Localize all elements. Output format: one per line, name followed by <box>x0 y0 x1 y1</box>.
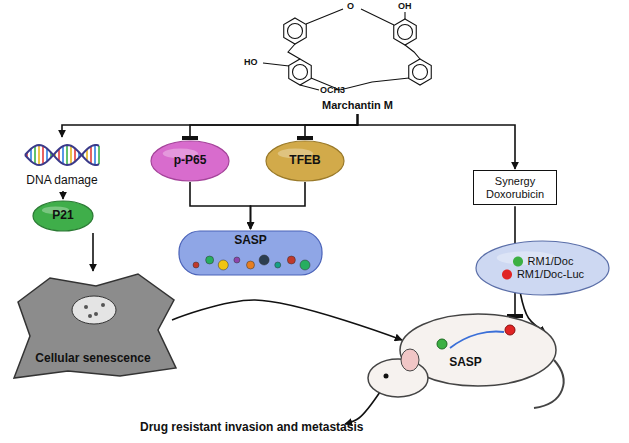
protein-blob: TFEB <box>265 140 345 182</box>
node-text: Cellular senescence <box>35 352 150 366</box>
sasp-cloud: SASP <box>178 230 323 276</box>
chemical-bond <box>300 85 319 90</box>
node-text: SASP <box>234 234 267 248</box>
chemical-bond <box>361 9 394 25</box>
dna-damage-node: DNA damage <box>12 138 112 190</box>
cytokine-dot <box>259 255 269 265</box>
arrow-connector <box>358 114 516 169</box>
atom-label: OH <box>398 1 412 11</box>
mouse-eye <box>384 374 389 379</box>
protein-blob: P21 <box>32 200 94 232</box>
senescent-cell: Cellular senescence <box>8 272 178 380</box>
arrow-connector <box>62 191 64 199</box>
blob-outline <box>476 241 609 295</box>
dna-helix <box>25 145 99 165</box>
outcome-arrow <box>345 392 380 424</box>
dna-rung <box>70 146 72 164</box>
chemical-bond <box>263 63 289 66</box>
node-text: P21 <box>52 209 73 223</box>
atom-label: O <box>347 1 354 11</box>
chromatin-dot <box>84 305 88 309</box>
process-box: Synergy Doxorubicin <box>473 170 557 205</box>
compound-node: Marchantin M <box>250 0 465 114</box>
node-text: Synergy Doxorubicin <box>474 175 556 200</box>
atom-label: HO <box>244 57 258 67</box>
atom-label: OCH3 <box>320 85 345 95</box>
molecule-structure <box>263 9 431 90</box>
cytokine-dot <box>300 260 310 270</box>
arrow-connector <box>172 300 402 340</box>
chromatin-dot <box>94 312 98 316</box>
cytokine-dot <box>287 256 295 264</box>
cytokine-dot <box>193 262 199 268</box>
chemical-bond <box>288 44 300 59</box>
cytokine-dot <box>234 257 240 263</box>
inhibition-connector <box>190 114 358 139</box>
arrow-connector <box>92 233 94 271</box>
benzene-ring <box>409 59 432 85</box>
chromatin-dot <box>88 314 92 318</box>
dna-rung <box>98 146 100 165</box>
chromatin-dot <box>101 303 105 307</box>
outcome-label: Drug resistant invasion and metastasis <box>140 420 363 434</box>
chemical-bond <box>306 9 343 24</box>
blob-outline <box>266 141 344 181</box>
benzene-ring <box>284 18 307 44</box>
dna-rung <box>38 145 40 165</box>
node-text: SASP <box>449 356 482 370</box>
cell-line-ellipse: RM1/DocRM1/Doc-Luc <box>475 240 610 296</box>
inhibition-connector <box>305 114 358 139</box>
tumor-dot <box>437 339 447 349</box>
dna-rung <box>42 146 44 164</box>
chemical-bond <box>405 45 420 59</box>
cytokine-dot <box>218 260 228 270</box>
arrow-connector <box>251 182 306 229</box>
dna-strand <box>25 145 99 165</box>
blob-outline <box>179 231 322 275</box>
benzene-ring <box>289 59 312 85</box>
dna-strand <box>25 145 99 165</box>
nucleus <box>72 296 116 324</box>
mouse-head <box>368 359 428 397</box>
cytokine-dot <box>247 261 255 269</box>
arrow-connector <box>190 182 251 229</box>
dna-rung <box>90 146 92 163</box>
benzene-ring <box>394 19 417 45</box>
node-text: p-P65 <box>174 154 207 168</box>
dna-rung <box>66 145 68 165</box>
tumor-dot <box>505 325 515 335</box>
dna-rung <box>62 146 64 164</box>
mouse-ear <box>401 349 419 371</box>
dna-rung <box>94 145 96 165</box>
aromatic-circle <box>288 24 303 39</box>
cytokine-dot <box>206 256 214 264</box>
dna-rung <box>74 148 76 161</box>
chemical-bond <box>404 12 405 19</box>
node-text: Marchantin M <box>322 99 393 112</box>
node-text: DNA damage <box>26 174 97 188</box>
aromatic-circle <box>398 25 413 40</box>
cytokine-dot <box>275 262 281 268</box>
node-text: TFEB <box>289 154 320 168</box>
dna-rung <box>34 146 36 164</box>
aromatic-circle <box>413 65 428 80</box>
mouse-model: SASP <box>358 300 573 412</box>
metastasis-arrow <box>450 332 504 348</box>
cell-outline <box>14 274 176 378</box>
protein-blob: p-P65 <box>150 140 230 182</box>
blob-outline <box>33 201 93 231</box>
dna-rung <box>46 149 48 162</box>
node-text: RM1/Doc <box>512 255 574 268</box>
node-text: RM1/Doc-Luc <box>501 268 584 281</box>
blob-outline <box>151 141 229 181</box>
aromatic-circle <box>293 65 308 80</box>
